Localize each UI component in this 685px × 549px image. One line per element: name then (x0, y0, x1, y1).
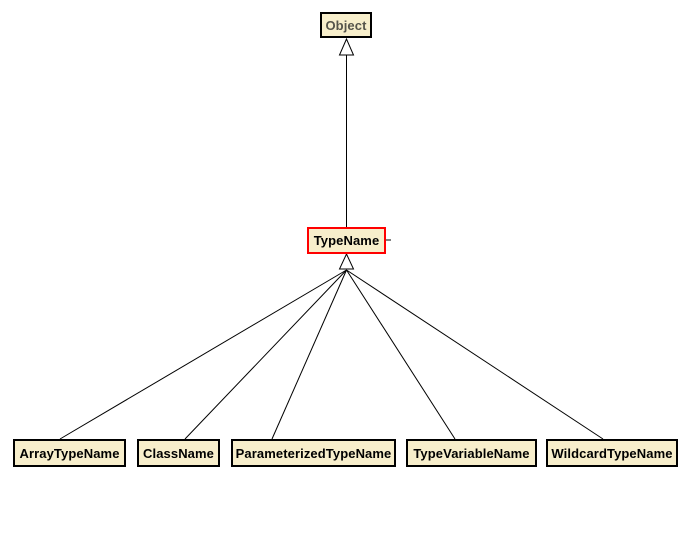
class-node-object: Object (320, 12, 372, 38)
class-node-typevariablename[interactable]: TypeVariableName (406, 439, 537, 467)
generalization-arrowhead-icon (338, 37, 355, 56)
class-node-wildcardtypename[interactable]: WildcardTypeName (546, 439, 678, 467)
edge-wildcardtypename-to-typename (346, 269, 604, 440)
generalization-arrowhead-icon (338, 252, 355, 270)
class-node-classname[interactable]: ClassName (137, 439, 220, 467)
edge-classname-to-typename (184, 269, 347, 440)
class-node-arraytypename[interactable]: ArrayTypeName (13, 439, 126, 467)
class-node-typename[interactable]: TypeName (307, 227, 386, 254)
edge-arraytypename-to-typename (59, 269, 347, 440)
edge-typevariablename-to-typename (346, 269, 456, 440)
edge-parameterizedtypename-to-typename (271, 269, 347, 440)
class-node-parameterizedtypename[interactable]: ParameterizedTypeName (231, 439, 396, 467)
